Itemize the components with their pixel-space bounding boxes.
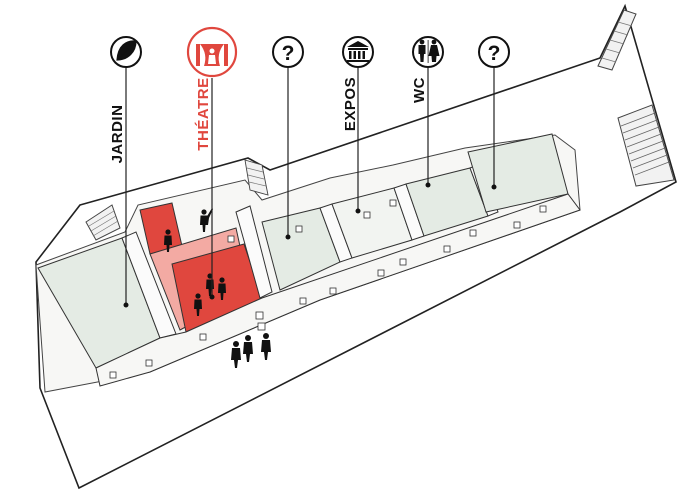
question-icon: ? <box>282 42 295 65</box>
question-icon: ? <box>488 42 501 65</box>
right-staircase <box>617 104 675 187</box>
legend-unknown-1[interactable]: ? <box>272 36 304 68</box>
visitors-group <box>231 333 271 368</box>
legend-wc[interactable] <box>412 36 444 68</box>
leader-lines <box>125 68 495 304</box>
legend-expos[interactable] <box>342 36 374 68</box>
legend-unknown-2[interactable]: ? <box>478 36 510 68</box>
left-staircase <box>85 204 121 241</box>
theatre-audience <box>164 229 226 316</box>
leaf-icon <box>116 40 137 61</box>
label-jardin: JARDIN <box>109 105 126 164</box>
performer-figure <box>200 208 213 232</box>
label-theatre: THÉATRE <box>195 77 212 150</box>
upper-staircase <box>597 9 637 71</box>
facade-windows <box>109 199 547 379</box>
museum-icon <box>347 41 369 62</box>
leader-dots <box>123 182 497 308</box>
legend-jardin[interactable] <box>110 36 142 68</box>
facade-wall <box>95 193 581 387</box>
theatre-staircase <box>244 159 269 196</box>
label-wc: WC <box>411 77 428 103</box>
label-expos: EXPOS <box>342 77 359 131</box>
toilet-icon <box>418 39 440 63</box>
legend-theatre[interactable] <box>186 26 238 78</box>
theatre-wall <box>235 205 273 299</box>
theatre-icon <box>196 40 228 66</box>
